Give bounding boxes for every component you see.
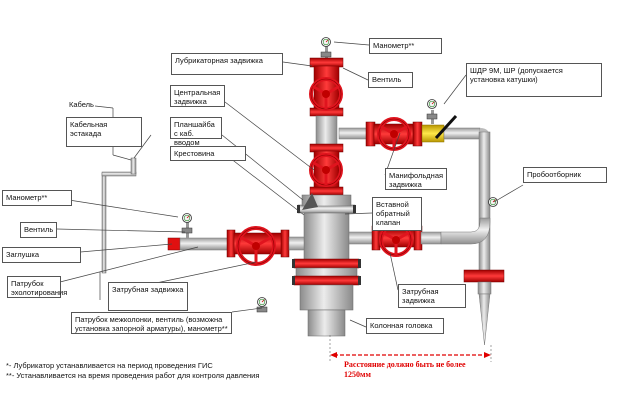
label-insert-check-valve: Вставной обратный клапан — [372, 197, 422, 231]
label-column-head: Колонная головка — [366, 318, 444, 334]
central-valve-handwheel-icon — [309, 153, 343, 187]
main-string — [292, 46, 361, 337]
intercolumn-manometer-icon — [257, 297, 267, 307]
top-needle-valve-icon — [320, 51, 332, 58]
label-manometer-top: Манометр** — [369, 38, 442, 54]
manometer-top-icon — [321, 37, 331, 47]
label-intercolumn-pipe: Патрубок межколонки, вентиль (возможна у… — [71, 312, 232, 334]
handwheels — [236, 77, 413, 266]
label-valve-top: Вентиль — [368, 72, 413, 88]
label-cable: Кабель — [66, 98, 95, 112]
gauges — [181, 37, 498, 313]
manifold-manometer-icon — [427, 99, 437, 109]
label-annulus-valve-right: Затрубная задвижка — [398, 284, 466, 308]
footnote-2: **- Устанавливается на время проведения … — [6, 371, 260, 380]
label-central-valve: Центральная задвижка — [170, 85, 225, 107]
label-shdr: ШДР 9М, ШР (допускается установка катушк… — [466, 63, 602, 97]
label-annulus-valve-left: Затрубная задвижка — [108, 282, 188, 311]
label-lubricator-valve: Лубрикаторная задвижка — [171, 53, 283, 75]
right-annulus-valve-handwheel-icon — [379, 223, 413, 257]
faceplate-cable-entry-icon — [302, 193, 318, 210]
label-manometer-left: Манометр** — [2, 190, 72, 206]
lubricator-valve-handwheel-icon — [309, 77, 343, 111]
label-plug: Заглушка — [2, 247, 81, 263]
left-needle-valve-icon — [181, 227, 193, 234]
distance-note: Расстояние должно быть не более 1250мм — [344, 360, 466, 379]
sampler-valve-icon — [488, 197, 498, 207]
intercolumn-needle-valve-icon — [256, 306, 268, 313]
label-cable-rack: Кабельная эстакада — [66, 117, 142, 147]
cable-rack — [101, 157, 137, 274]
distance-dimension — [329, 335, 492, 362]
manometer-left-icon — [182, 213, 192, 223]
label-sampler: Пробоотборник — [523, 167, 607, 183]
label-echo-pipe: Патрубок эхолотирования — [7, 276, 67, 298]
label-valve-left: Вентиль — [20, 222, 57, 238]
label-faceplate: Планшайба с каб. вводом — [170, 117, 222, 147]
left-annulus-valve-handwheel-icon — [236, 226, 276, 266]
footnote-1: *- Лубрикатор устанавливается на период … — [6, 361, 213, 370]
left-annulus-line — [167, 222, 305, 258]
label-manifold-valve: Манифольдная задвижка — [385, 168, 447, 190]
label-cross: Крестовина — [170, 146, 246, 161]
manifold-needle-valve-icon — [426, 113, 438, 120]
